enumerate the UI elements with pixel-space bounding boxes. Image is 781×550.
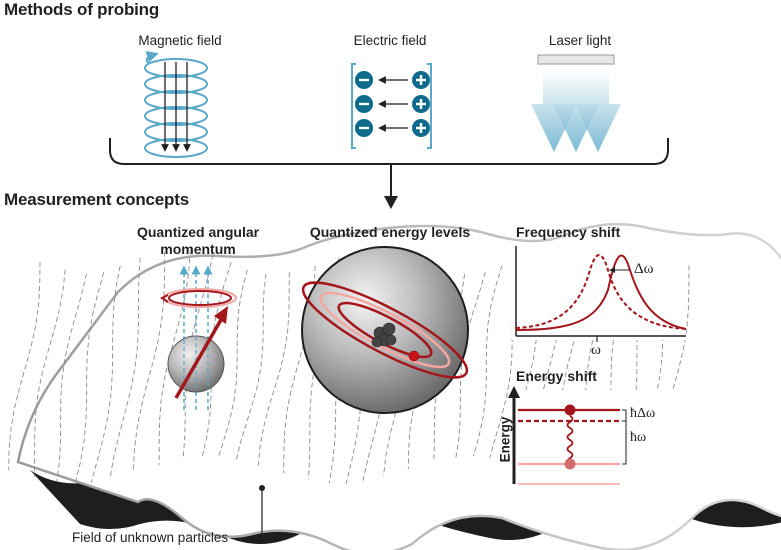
probe-bracket: [109, 138, 669, 165]
angular-momentum-illustration: [160, 265, 237, 410]
label-angular-momentum: Quantized angular momentum: [118, 224, 278, 258]
field-line: [472, 265, 503, 457]
hbar-delta-omega-label: ħΔω: [630, 406, 656, 421]
label-angular-line1: Quantized angular: [136, 224, 260, 240]
probe-label-laser: Laser light: [548, 33, 612, 48]
field-line: [56, 273, 87, 482]
label-energy-shift: Energy shift: [516, 368, 597, 384]
label-energy-levels: Quantized energy levels: [309, 224, 471, 240]
probe-label-electric: Electric field: [353, 33, 427, 48]
field-line: [158, 250, 191, 466]
field-label: Field of unknown particles: [72, 530, 229, 545]
omega-axis-label: ω: [591, 342, 601, 358]
frequency-shift-chart: [512, 244, 687, 342]
energy-axis-label: Energy: [497, 416, 513, 463]
field-line: [74, 272, 105, 485]
down-arrow-head: [384, 196, 398, 209]
field-line: [455, 271, 486, 458]
energy-levels-sphere: [301, 246, 469, 414]
magnetic-field-icon: [144, 50, 208, 158]
field-pointer-line: [254, 488, 263, 539]
field-line: [132, 251, 166, 473]
label-frequency-shift: Frequency shift: [516, 224, 621, 240]
electric-field-icon: [351, 63, 432, 149]
field-line: [328, 251, 359, 484]
field-line: [109, 257, 141, 479]
section-title-methods: Methods of probing: [4, 0, 160, 19]
probe-label-magnetic: Magnetic field: [138, 33, 222, 48]
hbar-omega-label: ħω: [630, 430, 647, 445]
laser-light-icon: [531, 54, 621, 152]
field-line: [8, 261, 41, 471]
field-line: [90, 265, 121, 483]
delta-omega-label: Δω: [634, 261, 654, 277]
field-line: [257, 272, 290, 467]
section-title-concepts: Measurement concepts: [4, 190, 189, 209]
energy-shift-chart: [508, 386, 678, 486]
field-line: [33, 269, 66, 477]
label-angular-line2: momentum: [160, 241, 236, 257]
field-line: [345, 250, 376, 485]
